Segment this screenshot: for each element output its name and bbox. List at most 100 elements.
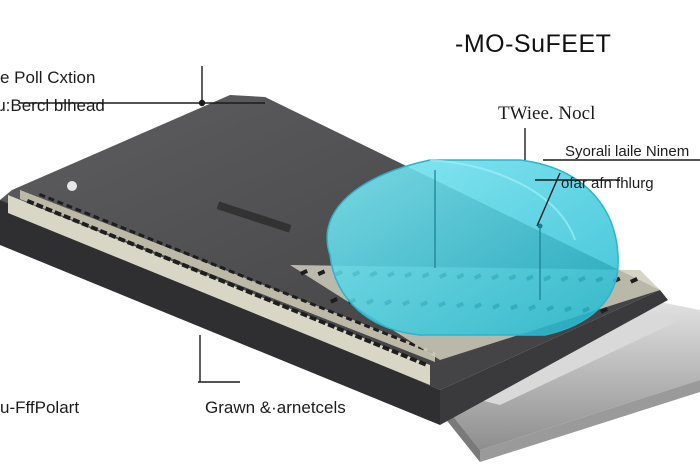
rail-slot [111,222,118,228]
rail-slot [199,270,208,277]
rail-slot [309,315,318,322]
rail-slot [165,243,172,249]
rail-slot [108,232,117,240]
rail-slot [172,258,181,266]
rail-slot [47,196,55,202]
rail-slot [126,240,135,247]
label-top-left-1: e Poll Cxtion [0,68,96,87]
rail-slot [93,214,100,220]
rail-slot [317,269,326,277]
rail-slot [236,285,245,292]
rail-slot [181,262,190,269]
label-top-left-2: ɹ:Bercl blhead [0,96,105,115]
rail-slot [138,232,145,238]
rail-slot [299,311,308,318]
rail-slot [327,309,335,315]
rail-slot [345,330,354,337]
rail-slot [228,269,236,275]
leader-lines [20,66,700,383]
rail-slot [183,251,190,257]
rail-slot [154,251,163,258]
rail-slot [327,322,336,329]
rail-slot [156,240,163,246]
rail-slot [26,199,35,206]
rail-slot [74,207,82,213]
rail-slot [318,305,326,311]
rail-slot [147,236,154,242]
rail-slot [309,301,317,307]
rail-slot [254,292,263,299]
highlight-dot [67,181,77,191]
rail-slot [290,307,299,314]
rail-slot [245,288,254,296]
rail-slot [272,300,281,307]
rail-slot [102,218,109,224]
rail-slot [255,280,263,286]
rail-slot [246,276,254,282]
rail-slot [363,323,371,329]
rail-slot [281,303,290,311]
rail-slot [264,283,272,289]
rail-slot [120,225,127,231]
label-top-right-2: Syorali laile Ninem [565,143,690,160]
rail-slot [208,273,217,281]
rail-slot [65,203,73,209]
rail-slot [217,277,226,284]
rail-slot [99,228,108,236]
rail-slot [318,318,327,326]
rail-slot [400,352,409,359]
rail-slot [129,229,136,235]
chip-marking [216,201,292,233]
rail-slot [263,296,272,303]
rail-slot [174,247,181,253]
rail-slot [81,221,90,228]
rail-slots [26,193,434,367]
label-bottom-mid: Grawn &·arnetcels [205,398,346,417]
rail-slot [35,202,44,210]
rail-slot [273,287,281,293]
rail-slot [354,333,363,341]
rail-slot [391,348,400,356]
slotted-rail-front [8,190,435,385]
diagram-title: -MO-SuFEET [455,30,612,58]
rail-slot [300,298,308,304]
rail-slot [83,211,91,217]
rail-slot [291,294,299,300]
rail-slot [372,341,381,348]
rail-slot [145,247,154,255]
rail-slot [300,269,309,276]
rail-slot [372,327,380,333]
rail-slot [409,356,418,363]
rail-slot [600,307,609,314]
rail-slot [381,330,389,336]
rail-slot [38,193,46,199]
rail-slot [72,217,81,225]
rail-slot [282,290,290,296]
gate-bubble [326,159,619,336]
rail-slot [382,345,391,352]
rail-slot [62,213,71,221]
label-top-right-1: TWiee. Nocl [498,103,596,124]
rail-slot [363,337,372,344]
rail-slot [390,334,398,340]
rail-slot [408,341,416,347]
rail-slot [53,210,62,217]
rail-slot [336,312,344,318]
rail-slot [210,261,218,267]
rail-slot [56,200,64,206]
rail-slot [201,258,208,264]
rail-slot [354,319,362,326]
rail-slot [330,297,339,304]
rail-slot [90,225,99,232]
rail-slot [219,265,227,271]
rail-slot [399,338,407,344]
label-bottom-left: u-FffPolart [0,398,80,417]
rail-slot [418,360,427,367]
rail-slot [629,277,639,284]
rail-slot [44,206,53,213]
label-top-right-3: ofar afn fhlurg [561,175,654,192]
rail-slot [117,236,126,243]
rail-slot [336,326,345,333]
